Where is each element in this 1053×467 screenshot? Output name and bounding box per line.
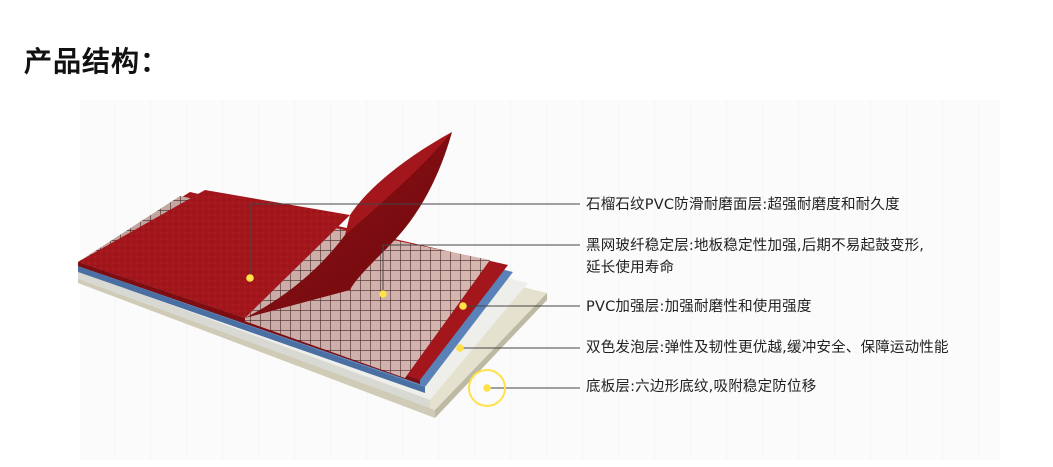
callout-base: 底板层:六边形底纹,吸附稳定防位移 [586, 376, 816, 398]
leader-line-top [249, 203, 580, 278]
callout-top: 石榴石纹PVC防滑耐磨面层:超强耐磨度和耐久度 [586, 194, 900, 216]
marker-dot-pvc [459, 302, 467, 310]
marker-dot-foam [456, 344, 464, 352]
layer-markers [246, 274, 506, 407]
callout-mesh-line-1: 黑网玻纤稳定层:地板稳定性加强,后期不易起鼓变形, [586, 238, 925, 254]
callout-base-text: 底板层:六边形底纹,吸附稳定防位移 [586, 379, 817, 395]
callout-mesh: 黑网玻纤稳定层:地板稳定性加强,后期不易起鼓变形, 延长使用寿命 [586, 235, 924, 279]
leader-lines [249, 203, 580, 389]
callout-mesh-line-2: 延长使用寿命 [586, 260, 675, 276]
callout-pvc: PVC加强层:加强耐磨性和使用强度 [586, 296, 812, 318]
marker-dot-top [246, 274, 254, 282]
page-title: 产品结构： [24, 45, 170, 78]
marker-dot-mesh [379, 290, 387, 298]
callout-foam-text: 双色发泡层:弹性及韧性更优越,缓冲安全、保障运动性能 [586, 340, 949, 356]
callout-pvc-text: PVC加强层:加强耐磨性和使用强度 [586, 299, 812, 315]
callout-foam: 双色发泡层:弹性及韧性更优越,缓冲安全、保障运动性能 [586, 337, 949, 359]
top-layer [78, 190, 350, 322]
callout-top-text: 石榴石纹PVC防滑耐磨面层:超强耐磨度和耐久度 [586, 197, 900, 213]
top-layer-curl [245, 132, 452, 318]
marker-dot-base [483, 384, 491, 392]
marker-ring-base [468, 369, 506, 407]
leader-line-mesh [382, 244, 580, 294]
